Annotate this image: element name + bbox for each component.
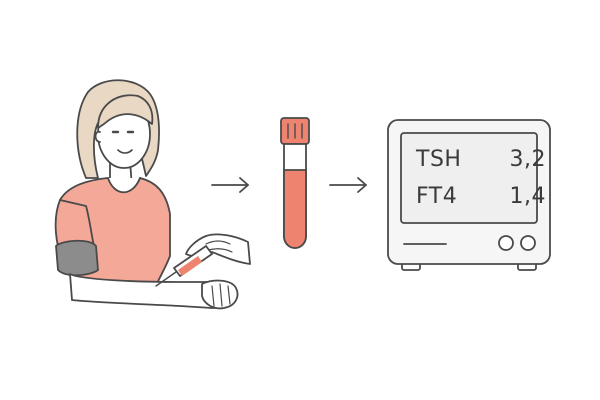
tube-blood xyxy=(283,169,307,249)
ear xyxy=(94,130,101,143)
analyzer-screen xyxy=(400,132,538,224)
analyzer-reading-ft4: FT4 1,4 xyxy=(416,184,546,209)
blood-tube-icon xyxy=(280,117,310,249)
analyzer-knob-right xyxy=(520,235,536,251)
mouth xyxy=(117,149,133,154)
reading-value: 1,4 xyxy=(509,184,546,209)
reading-label: TSH xyxy=(416,147,462,172)
lab-analyzer-icon xyxy=(387,119,551,271)
tube-cap-ridges xyxy=(287,123,303,139)
tourniquet-cuff xyxy=(55,239,99,277)
glove-fingers xyxy=(205,240,233,253)
reading-label: FT4 xyxy=(416,184,458,209)
shirt-neckline xyxy=(107,177,141,194)
patient-figure xyxy=(54,79,239,310)
syringe-needle xyxy=(155,271,177,287)
arrow-right-icon xyxy=(329,177,367,193)
arrow-right-icon xyxy=(211,177,249,193)
syringe-icon xyxy=(155,233,251,287)
syringe-blood xyxy=(178,256,202,276)
analyzer-knob-left xyxy=(498,235,514,251)
analyzer-reading-tsh: TSH 3,2 xyxy=(416,147,546,172)
hair-bangs xyxy=(97,94,154,129)
reading-value: 3,2 xyxy=(509,147,546,172)
fist-fingers xyxy=(211,283,231,307)
